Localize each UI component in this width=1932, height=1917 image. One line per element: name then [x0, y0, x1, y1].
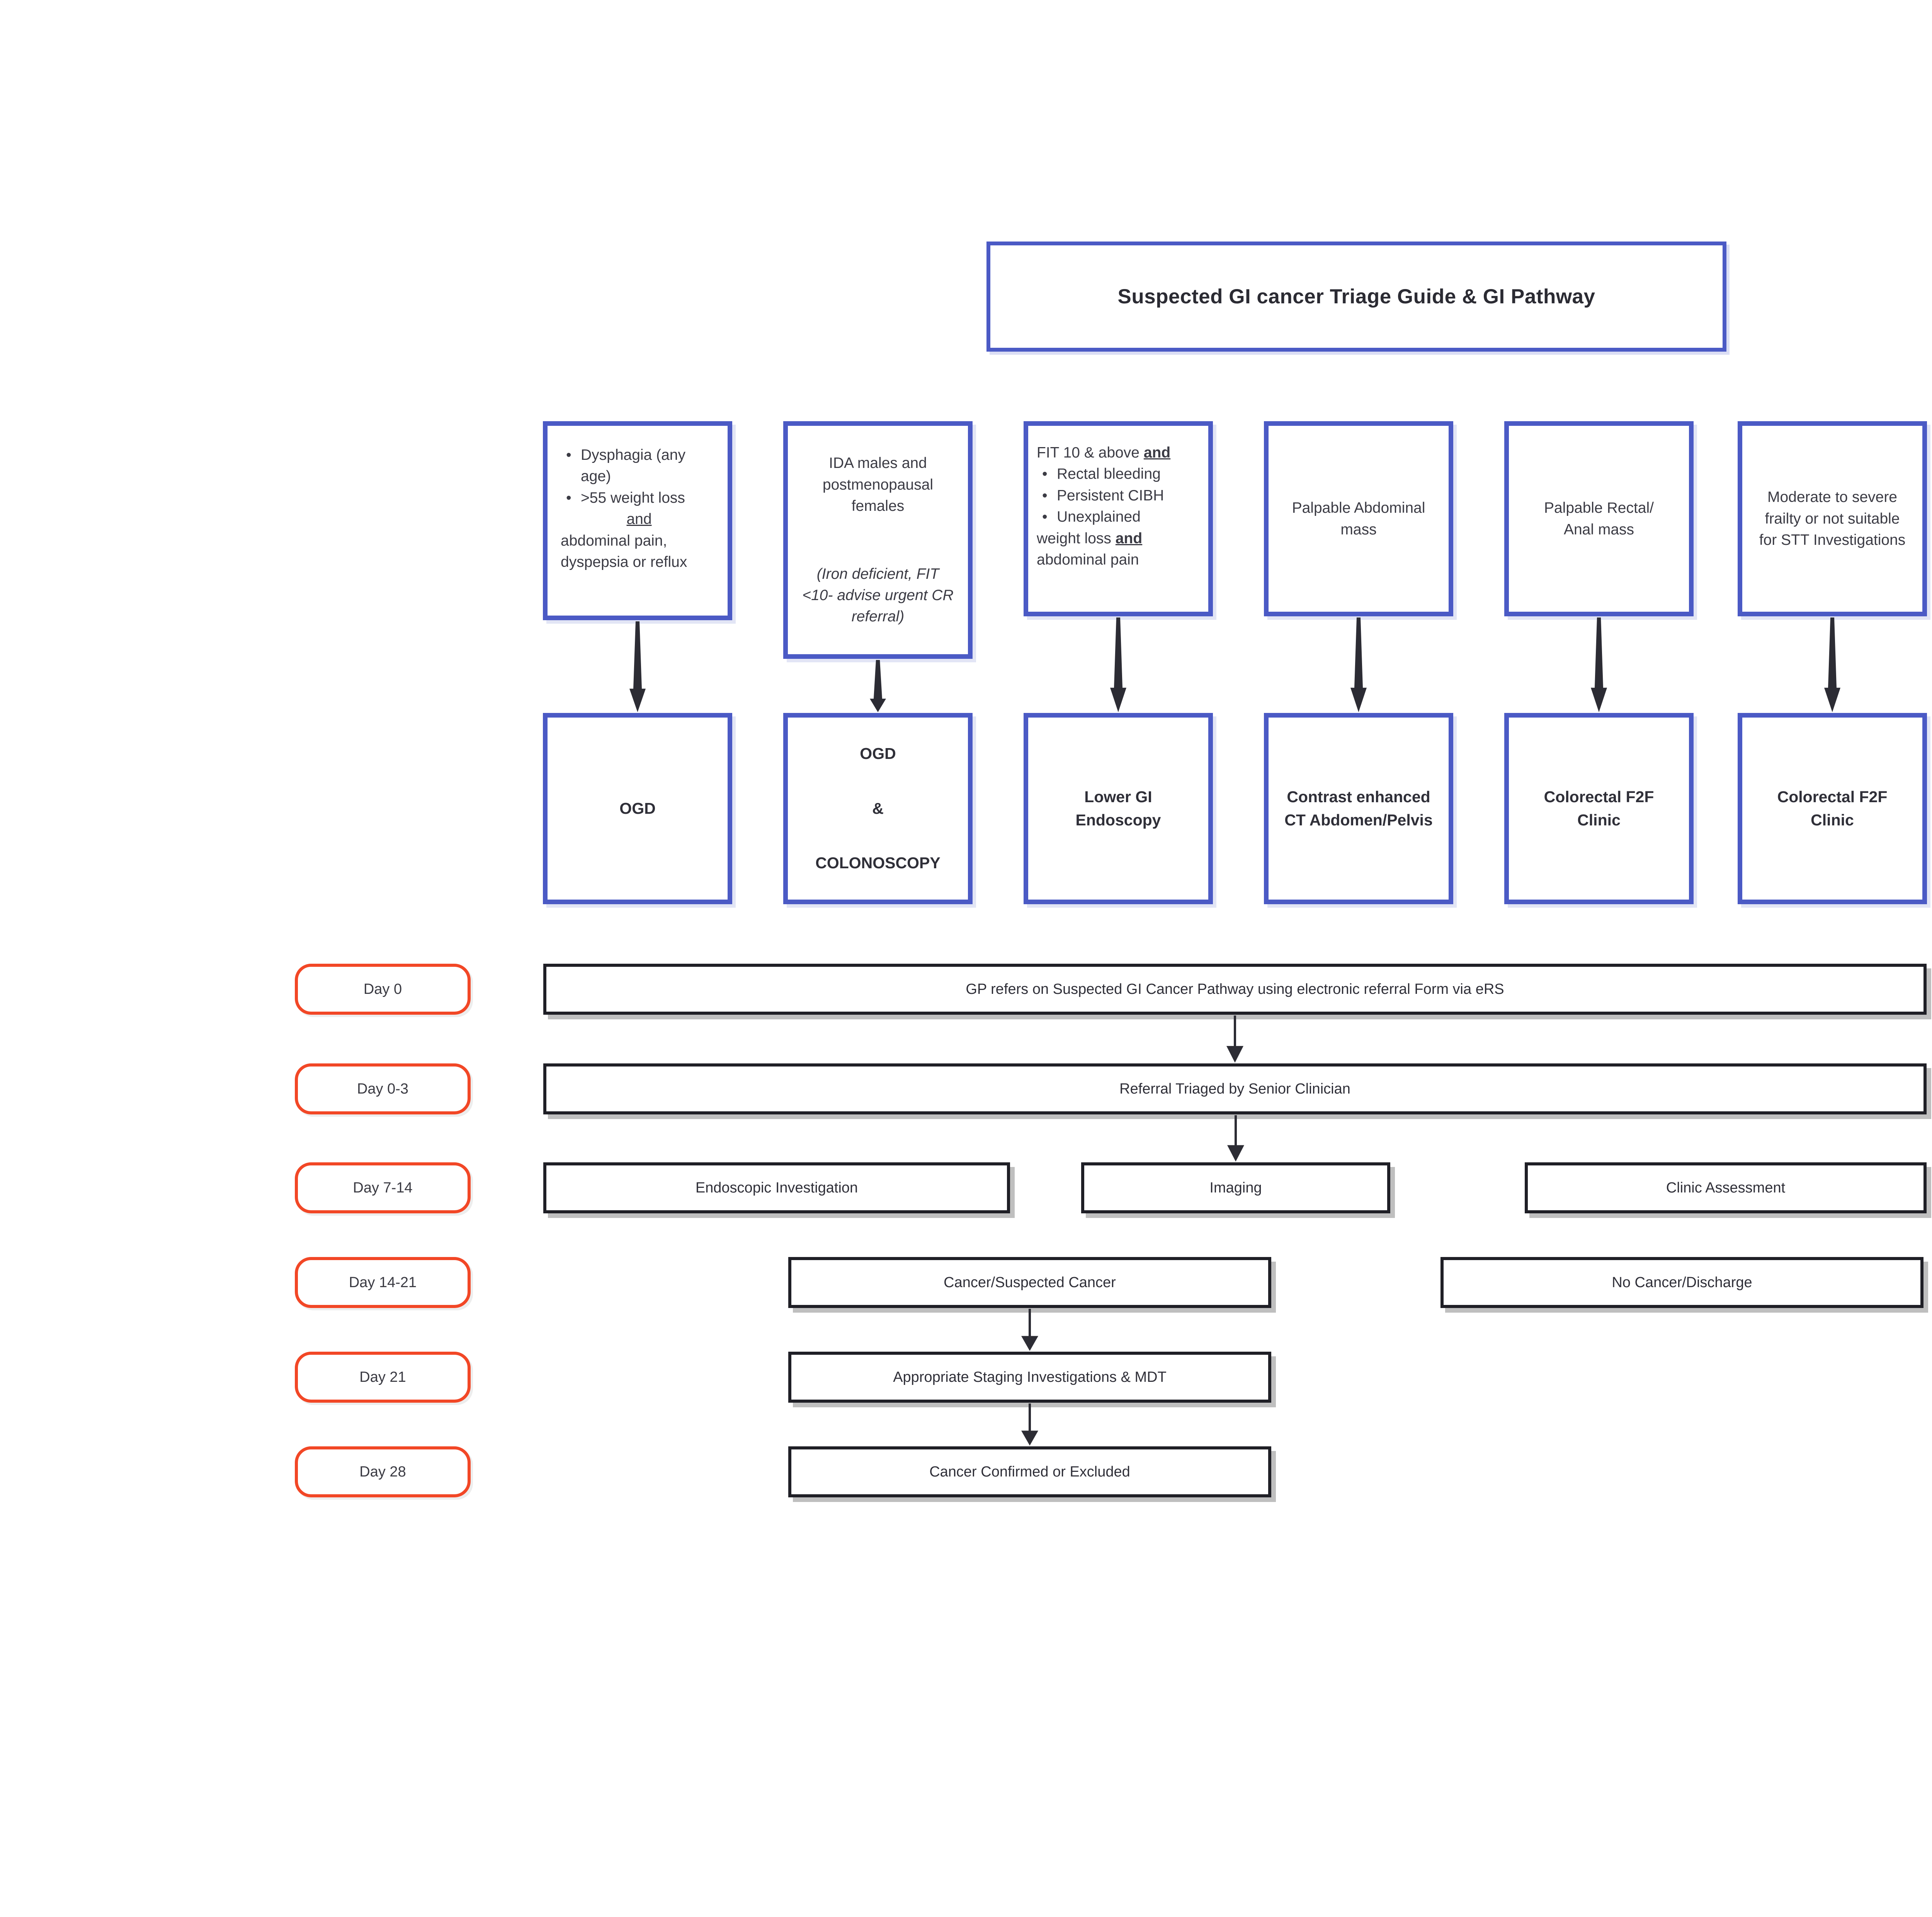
criteria-box-rectal-mass[interactable]: Palpable Rectal/ Anal mass	[1504, 421, 1694, 616]
criteria-conjunction: and	[1143, 444, 1171, 461]
timeline-badge-day-21[interactable]: Day 21	[295, 1352, 471, 1403]
criteria-text: Moderate to severe frailty or not suitab…	[1759, 489, 1906, 549]
timeline-bar-triage[interactable]: Referral Triaged by Senior Clinician	[543, 1063, 1927, 1114]
arrow-down-icon	[1341, 617, 1376, 712]
timeline-badge-day-28[interactable]: Day 28	[295, 1446, 471, 1497]
criteria-text: weight loss	[1037, 530, 1111, 547]
action-box-colorectal-f2f-1[interactable]: Colorectal F2F Clinic	[1504, 713, 1694, 904]
bar-label: Referral Triaged by Senior Clinician	[1119, 1080, 1350, 1097]
action-box-ogd[interactable]: OGD	[543, 713, 732, 904]
diagram-title: Suspected GI cancer Triage Guide & GI Pa…	[1117, 285, 1595, 308]
action-label: Contrast enhanced CT Abdomen/Pelvis	[1284, 788, 1433, 829]
arrow-down-icon	[1020, 1403, 1039, 1446]
arrow-down-icon	[861, 660, 895, 712]
bar-label: No Cancer/Discharge	[1612, 1274, 1752, 1291]
criteria-box-dysphagia[interactable]: Dysphagia (any age) >55 weight loss and …	[543, 421, 732, 620]
badge-label: Day 0-3	[357, 1080, 409, 1097]
criteria-text: abdominal pain	[1037, 551, 1139, 568]
action-box-colorectal-f2f-2[interactable]: Colorectal F2F Clinic	[1738, 713, 1927, 904]
timeline-badge-day-7-14[interactable]: Day 7-14	[295, 1162, 471, 1213]
bar-label: GP refers on Suspected GI Cancer Pathway…	[966, 981, 1504, 997]
action-label: Lower GI Endoscopy	[1075, 788, 1161, 829]
action-label: Colorectal F2F Clinic	[1544, 788, 1654, 829]
diagram-title-box[interactable]: Suspected GI cancer Triage Guide & GI Pa…	[986, 242, 1726, 352]
timeline-bar-cancer-confirmed[interactable]: Cancer Confirmed or Excluded	[788, 1446, 1271, 1497]
action-label: &	[872, 799, 884, 817]
criteria-text: Persistent CIBH	[1037, 485, 1201, 507]
bar-label: Cancer Confirmed or Excluded	[929, 1463, 1130, 1480]
timeline-badge-day-14-21[interactable]: Day 14-21	[295, 1257, 471, 1308]
action-label: Colorectal F2F Clinic	[1777, 788, 1888, 829]
criteria-note: (Iron deficient, FIT <10- advise urgent …	[802, 565, 954, 625]
criteria-text: Unexplained	[1037, 506, 1201, 528]
badge-label: Day 0	[363, 981, 402, 997]
action-label: OGD	[860, 745, 896, 763]
badge-label: Day 14-21	[349, 1274, 417, 1291]
timeline-bar-endoscopic-investigation[interactable]: Endoscopic Investigation	[543, 1162, 1010, 1213]
timeline-bar-imaging[interactable]: Imaging	[1081, 1162, 1390, 1213]
arrow-down-icon	[1582, 617, 1616, 712]
bar-label: Clinic Assessment	[1666, 1179, 1786, 1196]
arrow-down-icon	[1815, 617, 1850, 712]
badge-label: Day 28	[359, 1463, 406, 1480]
badge-label: Day 7-14	[353, 1179, 413, 1196]
timeline-badge-day-0-3[interactable]: Day 0-3	[295, 1063, 471, 1114]
action-box-ct-abdomen-pelvis[interactable]: Contrast enhanced CT Abdomen/Pelvis	[1264, 713, 1453, 904]
criteria-text: Dysphagia (any age)	[561, 444, 718, 487]
criteria-text: dyspepsia or reflux	[561, 553, 687, 570]
timeline-bar-cancer-suspected[interactable]: Cancer/Suspected Cancer	[788, 1257, 1271, 1308]
badge-label: Day 21	[359, 1369, 406, 1385]
criteria-text: Rectal bleeding	[1037, 463, 1201, 485]
criteria-box-frailty[interactable]: Moderate to severe frailty or not suitab…	[1738, 421, 1927, 616]
timeline-badge-day-0[interactable]: Day 0	[295, 964, 471, 1015]
criteria-text: IDA males and postmenopausal females	[822, 455, 934, 515]
timeline-bar-clinic-assessment[interactable]: Clinic Assessment	[1525, 1162, 1927, 1213]
action-box-ogd-colonoscopy[interactable]: OGD & COLONOSCOPY	[783, 713, 973, 904]
criteria-text: abdominal pain,	[561, 532, 667, 549]
action-label: COLONOSCOPY	[815, 854, 940, 872]
timeline-bar-staging-mdt[interactable]: Appropriate Staging Investigations & MDT	[788, 1352, 1271, 1403]
bar-label: Imaging	[1209, 1179, 1262, 1196]
criteria-conjunction: and	[1115, 530, 1143, 547]
bar-label: Cancer/Suspected Cancer	[944, 1274, 1116, 1291]
bar-label: Appropriate Staging Investigations & MDT	[893, 1369, 1167, 1385]
criteria-text: Palpable Rectal/ Anal mass	[1544, 500, 1654, 538]
criteria-conjunction: and	[626, 511, 652, 528]
criteria-box-ida[interactable]: IDA males and postmenopausal females (Ir…	[783, 421, 973, 659]
timeline-bar-gp-referral[interactable]: GP refers on Suspected GI Cancer Pathway…	[543, 964, 1927, 1015]
action-label: OGD	[619, 799, 656, 817]
arrow-down-icon	[1020, 1309, 1039, 1351]
arrow-down-icon	[1225, 1015, 1245, 1063]
criteria-text: FIT 10 & above	[1037, 444, 1139, 461]
criteria-box-abdominal-mass[interactable]: Palpable Abdominal mass	[1264, 421, 1453, 616]
timeline-bar-no-cancer-discharge[interactable]: No Cancer/Discharge	[1440, 1257, 1923, 1308]
action-box-lower-gi-endoscopy[interactable]: Lower GI Endoscopy	[1024, 713, 1213, 904]
arrow-down-icon	[620, 621, 655, 712]
criteria-text: Palpable Abdominal mass	[1292, 500, 1425, 538]
arrow-down-icon	[1101, 617, 1136, 712]
criteria-text: >55 weight loss	[561, 487, 718, 509]
bar-label: Endoscopic Investigation	[695, 1179, 858, 1196]
arrow-down-icon	[1226, 1115, 1245, 1162]
